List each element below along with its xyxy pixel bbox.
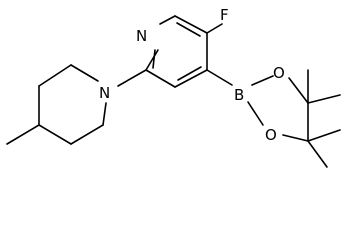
bond-o-upper-c xyxy=(288,77,309,104)
bond-c4-b xyxy=(206,69,233,86)
bond-c5-c6 xyxy=(174,15,208,34)
bond-cc-methyl xyxy=(6,124,40,145)
bond-n1-c2 xyxy=(145,49,159,71)
pyridine-ring xyxy=(145,15,208,88)
bond-methyl-3 xyxy=(307,129,341,142)
bond-c2-npip xyxy=(117,69,147,87)
bond-b-o-upper xyxy=(251,75,274,86)
bond-ce-npip xyxy=(102,102,107,126)
bond-b-o-lower xyxy=(247,101,264,126)
bond-methyl-2 xyxy=(307,94,341,104)
pinacol-boronate xyxy=(206,69,341,168)
bond-c3-c4 xyxy=(174,69,208,88)
bond-methyl-4 xyxy=(307,140,328,168)
bond-c5-f xyxy=(206,23,223,34)
atom-label-o-lower: O xyxy=(265,126,277,144)
bond-cc-cd xyxy=(38,124,72,145)
bond-c5-c6-inner xyxy=(176,22,201,37)
bond-c2-n1-inner xyxy=(152,49,156,69)
atom-label-b: B xyxy=(234,86,244,104)
bond-c2-c3 xyxy=(145,69,176,88)
bond-o-lower-c xyxy=(282,134,309,142)
atom-label-f: F xyxy=(220,6,229,24)
bond-npip-ca xyxy=(70,64,99,82)
atom-label-o-upper: O xyxy=(273,64,285,82)
atom-labels: N F N B O O xyxy=(99,6,285,144)
chemical-structure: N F N B O O xyxy=(6,6,341,168)
bond-cd-ce xyxy=(70,124,104,145)
atom-label-n-piperidine: N xyxy=(99,84,110,102)
bond-c3-c4-inner xyxy=(177,66,202,81)
bond-ca-cb xyxy=(38,64,72,87)
piperidine-ring xyxy=(6,64,147,145)
bond-c6-n1 xyxy=(159,15,176,25)
atom-label-n-pyridine: N xyxy=(136,27,147,45)
